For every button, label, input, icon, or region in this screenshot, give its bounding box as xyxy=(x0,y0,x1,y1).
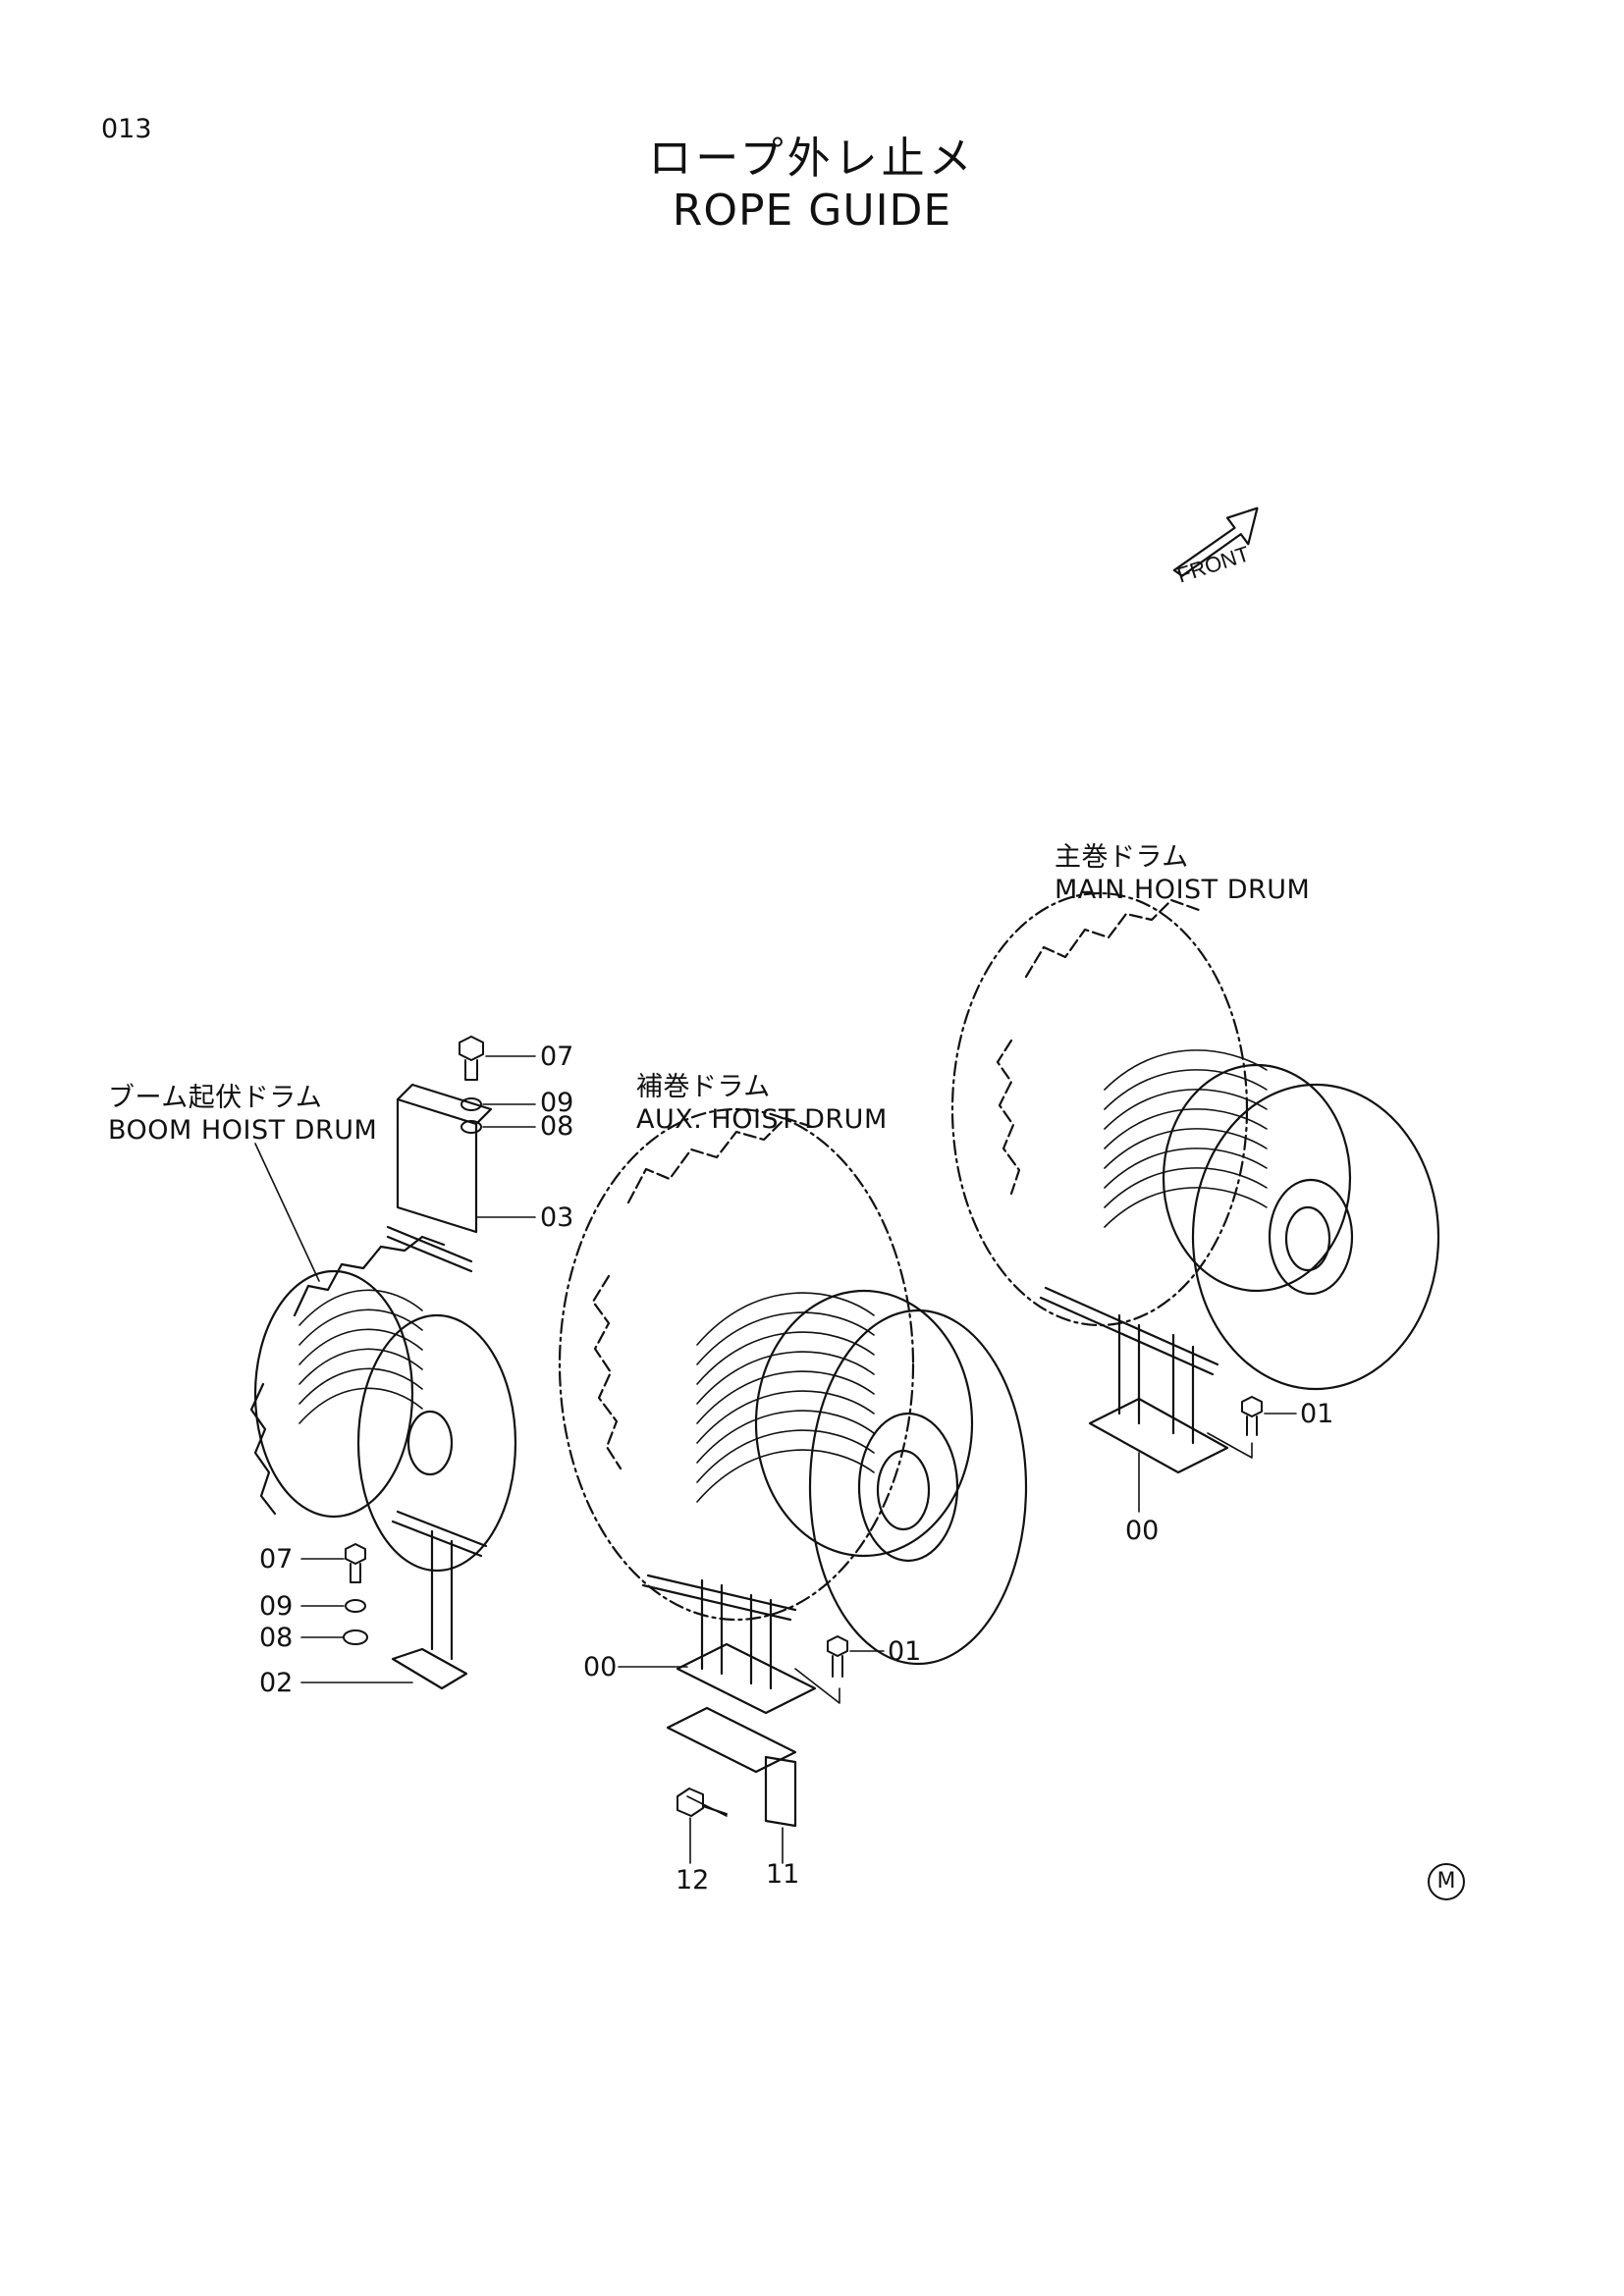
front-label: FRONT xyxy=(1174,541,1253,587)
callout-12: 12 xyxy=(676,1865,710,1896)
callout-01-main: 01 xyxy=(1300,1399,1334,1429)
bolt-washer-icons xyxy=(343,1036,1263,1817)
callout-leader-lines xyxy=(254,1055,1297,1864)
callout-09-bottom: 09 xyxy=(259,1591,294,1622)
callout-07-bottom: 07 xyxy=(259,1544,294,1575)
callout-02: 02 xyxy=(259,1668,294,1698)
main-hoist-drum-label-en: MAIN HOIST DRUM xyxy=(1055,875,1311,905)
callout-00-aux: 00 xyxy=(583,1652,618,1682)
title-english: ROPE GUIDE xyxy=(672,186,952,236)
callout-08-top: 08 xyxy=(540,1111,574,1142)
footer-mark: M xyxy=(1428,1863,1465,1900)
callout-09-top: 09 xyxy=(540,1088,574,1118)
page-number: 013 xyxy=(101,114,152,144)
callout-00-main: 00 xyxy=(1125,1516,1160,1546)
callout-08-bottom: 08 xyxy=(259,1623,294,1653)
callout-11: 11 xyxy=(766,1859,800,1890)
aux-hoist-drum-label-jp: 補巻ドラム xyxy=(636,1072,771,1102)
callout-07-top: 07 xyxy=(540,1041,574,1072)
title-japanese: ロープ外レ止メ xyxy=(648,133,976,184)
boom-hoist-drum-label-jp: ブーム起伏ドラム xyxy=(108,1083,323,1113)
boom-hoist-drum-label-en: BOOM HOIST DRUM xyxy=(108,1115,378,1146)
callout-03: 03 xyxy=(540,1202,574,1233)
main-hoist-drum-label-jp: 主巻ドラム xyxy=(1055,842,1189,873)
aux-hoist-drum-label-en: AUX. HOIST DRUM xyxy=(636,1104,888,1135)
callout-01-aux: 01 xyxy=(888,1636,922,1667)
aux-hoist-drum-drawing xyxy=(558,1107,1028,1828)
boom-hoist-drum-drawing xyxy=(249,1083,517,1690)
front-arrow-icon: FRONT xyxy=(1172,507,1259,588)
main-hoist-drum-drawing xyxy=(950,891,1440,1474)
